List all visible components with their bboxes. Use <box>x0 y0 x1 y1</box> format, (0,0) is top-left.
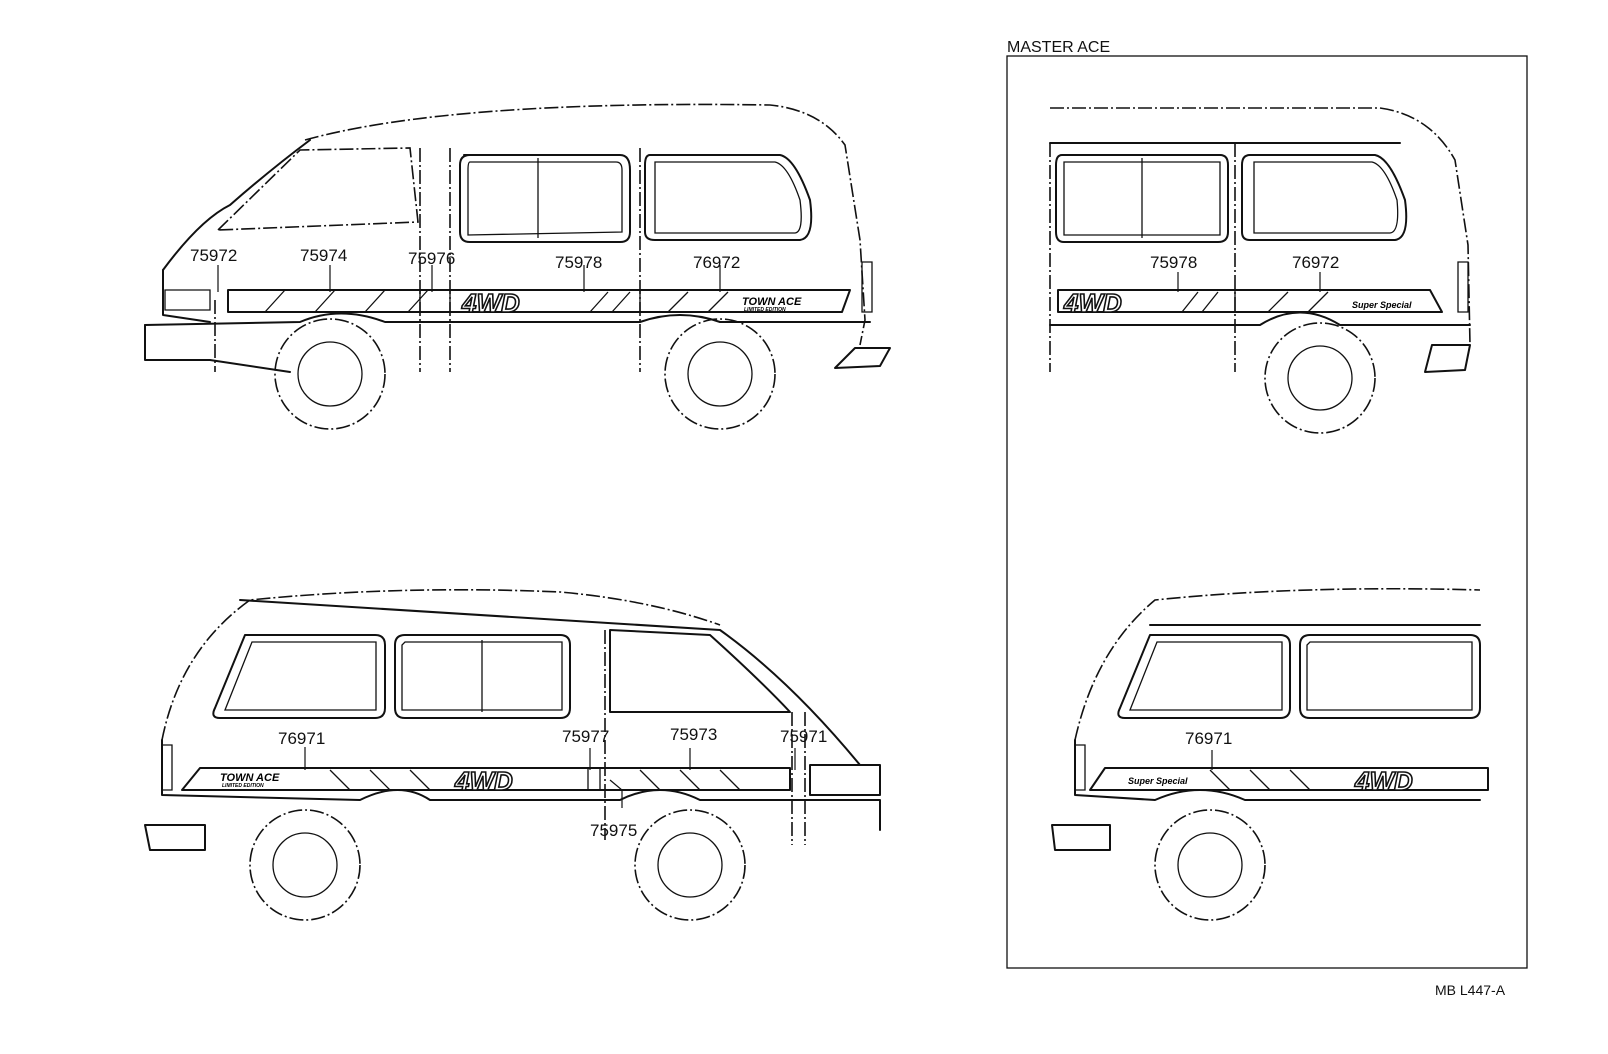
van-bottom-right-view: 4WD Super Special 76971 <box>1051 587 1489 921</box>
script-text-bottom-right: Super Special <box>1128 776 1188 786</box>
callout-75971: 75971 <box>780 727 827 746</box>
callout-76971-bottom-right: 76971 <box>1185 729 1232 748</box>
van-top-left-view: 4WD TOWN ACE LIMITED EDITION 75972 75974… <box>144 103 891 430</box>
callout-75974: 75974 <box>300 246 347 265</box>
badge-4wd-bottom-right: 4WD <box>1354 766 1413 796</box>
callout-76972-top-right: 76972 <box>1292 253 1339 272</box>
callout-75972: 75972 <box>190 246 237 265</box>
inset-title: MASTER ACE <box>1007 39 1110 56</box>
model-text-bottom-left: TOWN ACE <box>220 772 280 784</box>
callout-75976: 75976 <box>408 249 455 268</box>
badge-4wd-bottom-left: 4WD <box>454 766 513 796</box>
callout-76972-top-left: 76972 <box>693 253 740 272</box>
callout-75977: 75977 <box>562 727 609 746</box>
callout-75975: 75975 <box>590 821 637 840</box>
badge-4wd-top-left: 4WD <box>461 288 520 318</box>
callout-75978-top-right: 75978 <box>1150 253 1197 272</box>
van-bottom-left-view: 4WD TOWN ACE LIMITED EDITION 76971 75977… <box>144 588 881 921</box>
edition-text-top-left: LIMITED EDITION <box>744 307 786 313</box>
edition-text-bottom-left: LIMITED EDITION <box>222 783 264 789</box>
badge-4wd-top-right: 4WD <box>1063 288 1122 318</box>
model-text-top-left: TOWN ACE <box>742 296 802 308</box>
inset-frame <box>1006 55 1528 969</box>
callout-75973: 75973 <box>670 725 717 744</box>
callout-75978-top-left: 75978 <box>555 253 602 272</box>
script-text-top-right: Super Special <box>1352 300 1412 310</box>
van-top-right-view: 4WD Super Special 75978 76972 <box>1049 107 1471 434</box>
callout-76971-bottom-left: 76971 <box>278 729 325 748</box>
reference-code: MB L447-A <box>1435 982 1506 998</box>
